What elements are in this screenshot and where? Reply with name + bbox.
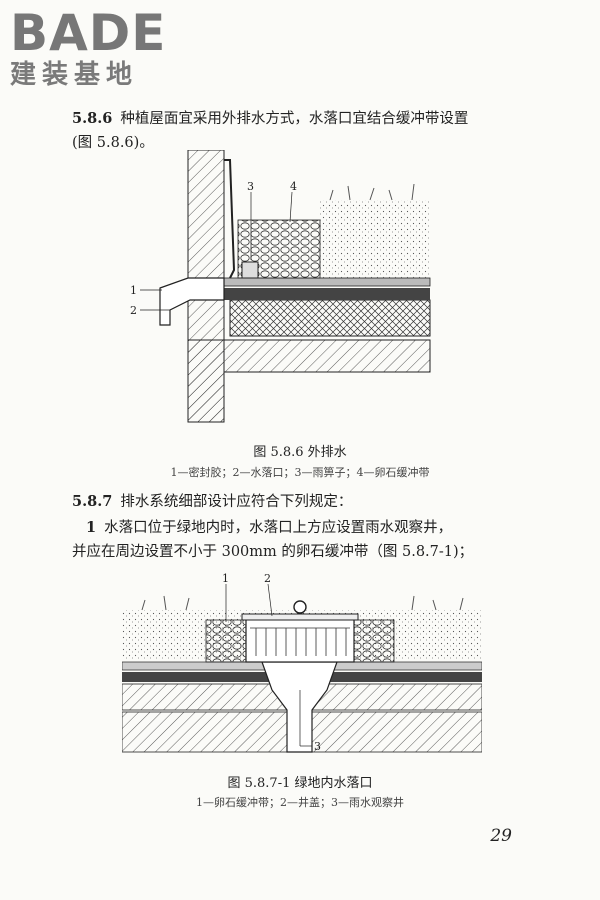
figure-5-8-7-1-drawing: 1 2 3 (122, 572, 482, 753)
section-5-8-7: 5.8.7 排水系统细部设计应符合下列规定： (72, 490, 542, 514)
item-1: 1 水落口位于绿地内时，水落口上方应设置雨水观察井， 并应在周边设置不小于 300… (72, 516, 552, 564)
label-4: 4 (290, 180, 297, 193)
item-text: 水落口位于绿地内时，水落口上方应设置雨水观察井， (104, 520, 453, 536)
figure-5-8-6-drawing: 1 2 3 4 (130, 150, 431, 423)
section-text: 种植屋面宜采用外排水方式，水落口宜结合缓冲带设置 (120, 111, 469, 127)
figure-5-8-7-1-legend: 1—卵石缓冲带；2—井盖；3—雨水观察井 (196, 796, 404, 809)
logo-text-en: BADE (10, 4, 167, 62)
section-number: 5.8.7 (72, 493, 113, 510)
label-1: 1 (222, 572, 229, 585)
section-text: 排水系统细部设计应符合下列规定： (120, 494, 353, 510)
section-5-8-6: 5.8.6 种植屋面宜采用外排水方式，水落口宜结合缓冲带设置 (图 5.8.6)。 (72, 107, 542, 155)
label-2: 2 (130, 304, 137, 317)
logo: BADE 建装基地 (10, 6, 180, 90)
label-1: 1 (130, 284, 137, 297)
page-number: 29 (490, 826, 512, 846)
logo-text-cn: 建装基地 (10, 60, 139, 90)
figure-5-8-6-legend: 1—密封胶；2—水落口；3—雨箅子；4—卵石缓冲带 (170, 466, 430, 479)
label-2: 2 (264, 572, 271, 585)
figure-5-8-6-caption: 图 5.8.6 外排水 (253, 445, 347, 460)
section-number: 5.8.6 (72, 110, 113, 127)
label-3: 3 (314, 740, 321, 753)
item-text-cont: 并应在周边设置不小于 300mm 的卵石缓冲带（图 5.8.7-1)； (72, 544, 474, 560)
section-text-cont: (图 5.8.6)。 (72, 135, 154, 151)
figure-5-8-7-1-caption: 图 5.8.7-1 绿地内水落口 (227, 776, 373, 791)
item-number: 1 (86, 519, 97, 536)
label-3: 3 (247, 180, 254, 193)
